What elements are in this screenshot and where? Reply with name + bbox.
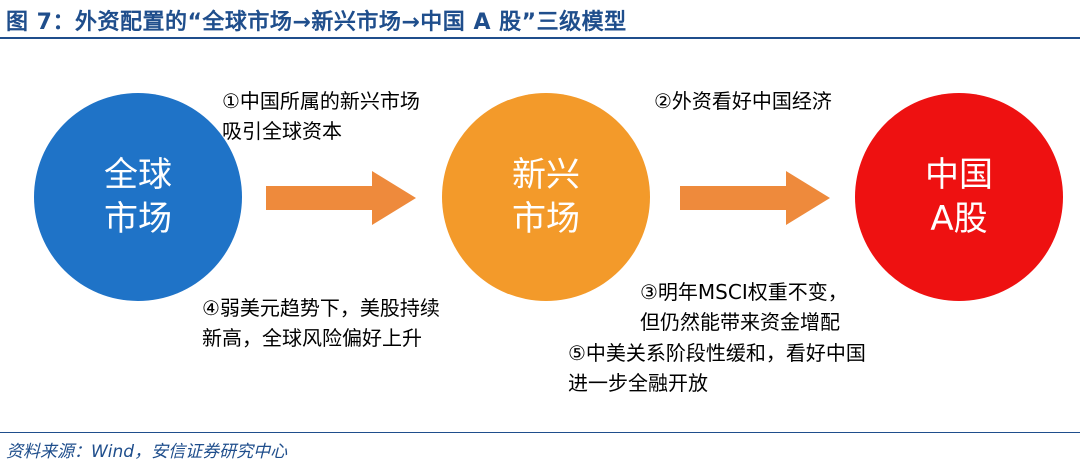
note-4-line1: ④弱美元趋势下，美股持续 (202, 296, 440, 320)
figure-title: 图 7：外资配置的“全球市场→新兴市场→中国 A 股”三级模型 (6, 10, 627, 35)
arrow-global-to-emerging-icon (266, 171, 416, 225)
footer-divider (0, 432, 1080, 433)
global-market-node: 全球 市场 (34, 93, 242, 301)
note-5-line2: 进一步全融开放 (568, 371, 708, 395)
note-3: ③明年MSCI权重不变， 但仍然能带来资金增配 (640, 277, 848, 337)
global-market-label-line2: 市场 (104, 199, 172, 239)
emerging-market-node: 新兴 市场 (442, 93, 650, 301)
china-a-share-label-line2: A股 (930, 199, 988, 239)
emerging-market-label-line1: 新兴 (512, 155, 580, 195)
emerging-market-label-line2: 市场 (512, 199, 580, 239)
china-a-share-node: 中国 A股 (855, 93, 1063, 301)
arrow-emerging-to-china-icon (680, 171, 830, 225)
note-4-line2: 新高，全球风险偏好上升 (202, 326, 422, 350)
note-3-line1: ③明年MSCI权重不变， (640, 280, 848, 304)
title-divider (0, 37, 1080, 39)
note-4: ④弱美元趋势下，美股持续 新高，全球风险偏好上升 (202, 293, 440, 353)
note-5-line1: ⑤中美关系阶段性缓和，看好中国 (568, 341, 866, 365)
note-1-line1: ①中国所属的新兴市场 (222, 89, 420, 113)
source-note: 资料来源：Wind，安信证券研究中心 (6, 442, 288, 462)
note-5: ⑤中美关系阶段性缓和，看好中国 进一步全融开放 (568, 338, 866, 398)
note-1: ①中国所属的新兴市场 吸引全球资本 (222, 86, 420, 146)
note-2-line1: ②外资看好中国经济 (654, 89, 832, 113)
china-a-share-label-line1: 中国 (925, 155, 993, 195)
note-3-line2: 但仍然能带来资金增配 (640, 310, 840, 334)
note-2: ②外资看好中国经济 (654, 86, 832, 116)
note-1-line2: 吸引全球资本 (222, 119, 342, 143)
global-market-label-line1: 全球 (104, 155, 172, 195)
